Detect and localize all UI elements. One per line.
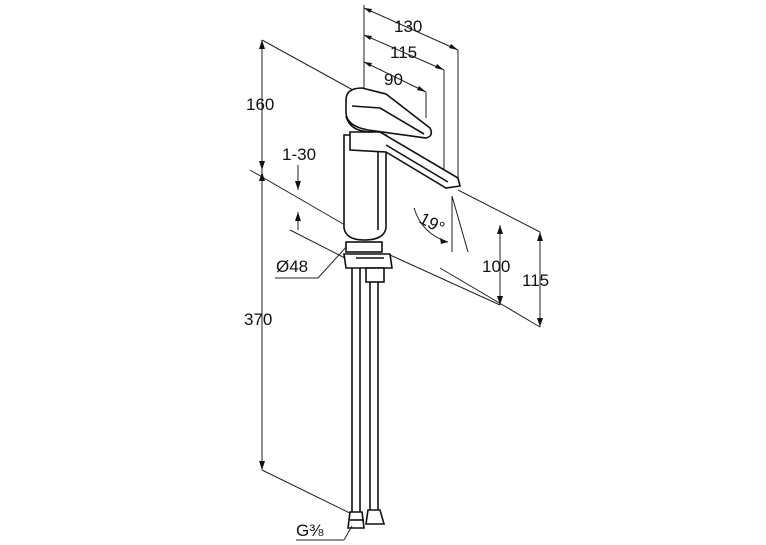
dim-label-160: 160: [246, 95, 274, 114]
dim-label-diameter: Ø48: [276, 257, 308, 276]
right-dimension-group: [389, 189, 543, 328]
supply-hoses: [347, 268, 386, 529]
dim-label-100: 100: [482, 257, 510, 276]
spout-angle-group: [413, 195, 469, 253]
dim-label-1-30: 1-30: [282, 145, 316, 164]
dim-line-90: [363, 61, 427, 93]
dim-line-115: [363, 34, 445, 71]
dim-label-thread: G⅜: [296, 521, 324, 540]
dim-label-90: 90: [384, 70, 403, 89]
dim-label-130: 130: [394, 17, 422, 36]
dim-label-115: 115: [390, 43, 417, 62]
left-dimension-group: [249, 39, 363, 519]
mounting-assembly: [343, 241, 393, 283]
dim-label-angle: 19°: [416, 209, 448, 238]
dim-line-130: [363, 7, 459, 51]
dim-label-115-right: 115: [522, 271, 549, 290]
top-dimension-group: [363, 5, 459, 180]
faucet-body: [343, 87, 461, 241]
dim-label-370: 370: [244, 310, 272, 329]
